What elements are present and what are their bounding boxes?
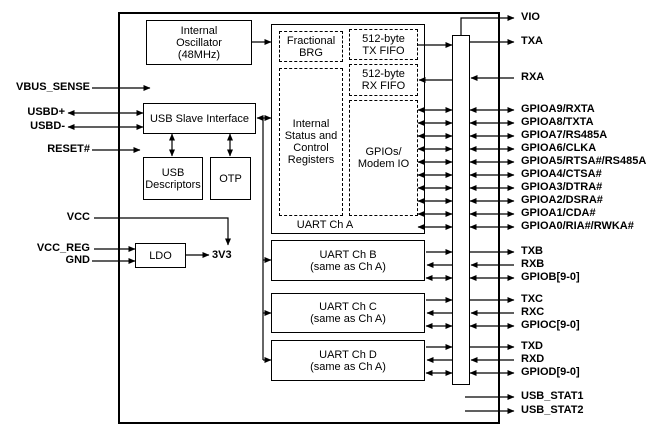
pin-label-vio: VIO — [521, 11, 540, 23]
pin-label-gpiob: GPIOB[9-0] — [521, 271, 580, 283]
pin-label-gpioa5: GPIOA5/RTSA#/RS485A — [521, 155, 647, 167]
pin-label-usbd-minus: USBD- — [30, 120, 65, 132]
uart-ch-a-caption: UART Ch A — [296, 219, 354, 231]
gpio-modem-io-block: GPIOs/ Modem IO — [349, 100, 418, 216]
pin-label-vcc: VCC — [66, 211, 90, 223]
uart-ch-d-block: UART Ch D (same as Ch A) — [271, 340, 425, 381]
fractional-brg-block: Fractional BRG — [279, 31, 343, 62]
pin-label-txc: TXC — [521, 293, 543, 305]
pin-label-txb: TXB — [521, 245, 543, 257]
uart-ch-c-block: UART Ch C (same as Ch A) — [271, 293, 425, 333]
pin-label-rxb: RXB — [521, 258, 545, 270]
pin-label-gpioa1: GPIOA1/CDA# — [521, 207, 596, 219]
otp-block: OTP — [210, 157, 251, 200]
pin-label-vbus-sense: VBUS_SENSE — [16, 81, 90, 93]
pin-label-gpioc: GPIOC[9-0] — [521, 319, 580, 331]
ldo-block: LDO — [135, 243, 186, 268]
usb-slave-interface-block: USB Slave Interface — [143, 103, 256, 134]
pin-label-txd: TXD — [521, 340, 543, 352]
pin-label-txa: TXA — [521, 35, 543, 47]
pin-label-gpioa3: GPIOA3/DTRA# — [521, 181, 603, 193]
pin-label-gpioa8: GPIOA8/TXTA — [521, 116, 594, 128]
pin-label-rxd: RXD — [521, 353, 545, 365]
pin-label-gpiod: GPIOD[9-0] — [521, 366, 580, 378]
pin-label-usbd-plus: USBD+ — [27, 106, 65, 118]
pin-label-gpioa0: GPIOA0/RIA#/RWKA# — [521, 220, 634, 232]
pin-label-rxc: RXC — [521, 306, 545, 318]
uart-ch-b-block: UART Ch B (same as Ch A) — [271, 240, 425, 281]
pin-label-reset: RESET# — [47, 143, 90, 155]
usb-descriptors-block: USB Descriptors — [143, 157, 203, 200]
io-mux-column — [452, 35, 470, 385]
tx-fifo-block: 512-byte TX FIFO — [349, 29, 418, 60]
rail-3v3-label: 3V3 — [212, 249, 232, 261]
pin-label-gpioa9: GPIOA9/RXTA — [521, 103, 595, 115]
pin-label-rxa: RXA — [521, 71, 545, 83]
internal-oscillator-block: Internal Oscillator (48MHz) — [146, 20, 252, 65]
pin-label-gpioa6: GPIOA6/CLKA — [521, 142, 597, 154]
pin-label-gpioa2: GPIOA2/DSRA# — [521, 194, 603, 206]
rx-fifo-block: 512-byte RX FIFO — [349, 64, 418, 96]
status-control-registers-block: Internal Status and Control Registers — [279, 68, 343, 216]
pin-label-gpioa7: GPIOA7/RS485A — [521, 129, 608, 141]
pin-label-vcc-reg: VCC_REG — [36, 242, 90, 254]
pin-label-gnd: GND — [65, 254, 90, 266]
pin-label-gpioa4: GPIOA4/CTSA# — [521, 168, 602, 180]
pin-label-usb-stat1: USB_STAT1 — [521, 390, 584, 402]
pin-label-usb-stat2: USB_STAT2 — [521, 404, 584, 416]
